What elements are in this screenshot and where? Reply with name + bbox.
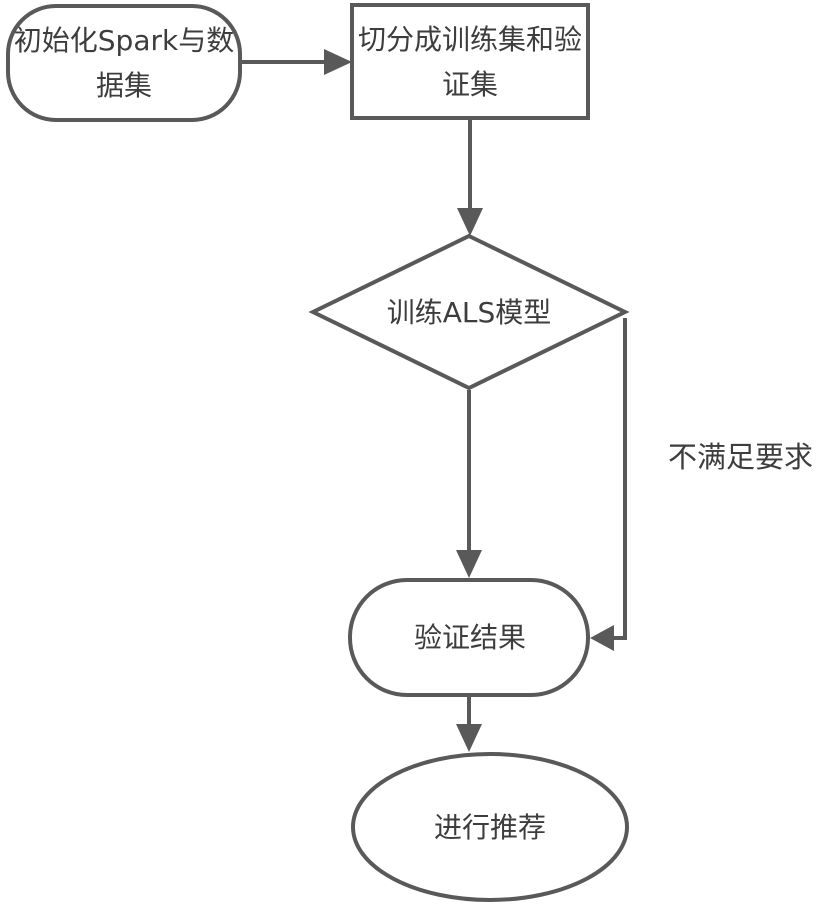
arrowhead-split-to-train — [457, 208, 483, 236]
node-init-shape — [6, 4, 242, 122]
node-validate-shape — [348, 578, 590, 697]
arrowhead-feedback-loop — [590, 625, 614, 651]
arrowhead-init-to-split — [324, 49, 352, 75]
edge-feedback-loop — [612, 318, 627, 640]
arrowhead-train-to-validate — [456, 550, 482, 578]
node-shapes — [6, 3, 630, 902]
edge-lines — [242, 60, 627, 730]
node-train-shape — [308, 233, 630, 391]
arrowheads — [324, 49, 614, 752]
node-recommend-shape — [351, 752, 629, 902]
arrowhead-validate-to-recommend — [456, 724, 482, 752]
node-split-shape — [350, 3, 590, 120]
